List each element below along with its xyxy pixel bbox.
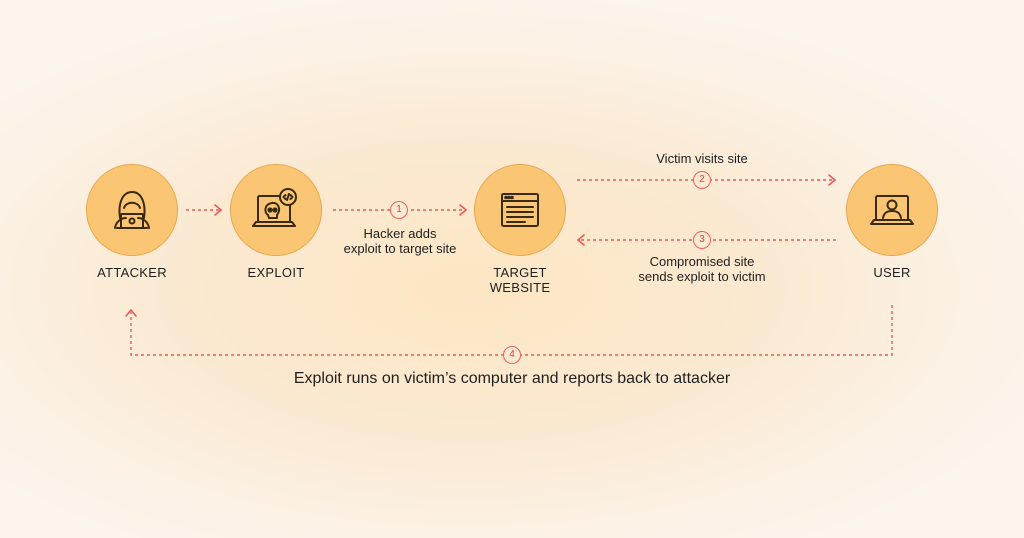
target-website-label-line1: TARGET xyxy=(493,265,547,280)
step-1-badge: 1 xyxy=(390,201,408,219)
user-label: USER xyxy=(873,265,911,280)
exploit-node xyxy=(230,164,322,256)
step-2-text: Victim visits site xyxy=(622,151,782,166)
target-website-node xyxy=(474,164,566,256)
hooded-hacker-laptop-icon xyxy=(114,191,150,229)
step-3-text: Compromised site sends exploit to victim xyxy=(612,254,792,284)
user-node xyxy=(846,164,938,256)
arrowhead-1 xyxy=(214,204,223,216)
step-1-line2: exploit to target site xyxy=(343,241,457,256)
user-laptop-icon xyxy=(870,195,914,225)
target-website-label: TARGET WEBSITE xyxy=(450,265,590,295)
step-2-line1: Victim visits site xyxy=(656,151,748,166)
step-3-line2: sends exploit to victim xyxy=(638,269,766,284)
browser-window-icon xyxy=(501,193,539,227)
arrowhead-5 xyxy=(125,308,137,317)
arrowhead-4 xyxy=(576,234,585,246)
arrowhead-3 xyxy=(828,174,837,186)
arrowhead-2 xyxy=(459,204,468,216)
exploit-label: EXPLOIT xyxy=(247,265,305,280)
diagram-caption: Exploit runs on victim’s computer and re… xyxy=(293,370,731,387)
attacker-label: ATTACKER xyxy=(97,265,167,280)
step-3-badge: 3 xyxy=(693,231,711,249)
arrow-user-to-attacker xyxy=(130,305,893,356)
laptop-skull-code-icon xyxy=(252,188,297,227)
step-2-badge: 2 xyxy=(693,171,711,189)
step-1-text: Hacker adds exploit to target site xyxy=(320,226,480,256)
step-1-line1: Hacker adds xyxy=(363,226,437,241)
step-4-badge: 4 xyxy=(503,346,521,364)
target-website-label-line2: WEBSITE xyxy=(489,280,551,295)
step-3-line1: Compromised site xyxy=(649,254,755,269)
attacker-node xyxy=(86,164,178,256)
